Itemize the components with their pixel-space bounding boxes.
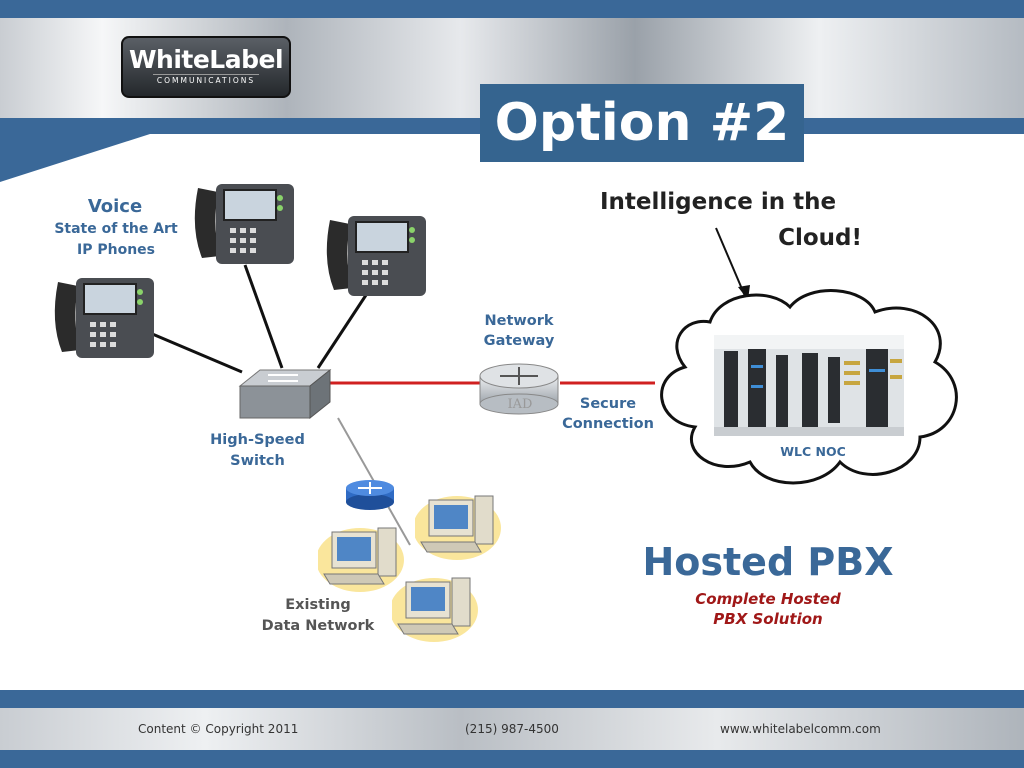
gateway-label-line-2: Gateway [483, 333, 555, 349]
phone-to-switch-line [149, 331, 243, 374]
footer-phone: (215) 987-4500 [465, 722, 559, 736]
voice-title: Voice [87, 196, 143, 217]
iad-gateway-icon [479, 363, 559, 415]
secure-connection-line-2: Connection [562, 416, 654, 432]
logo-tagline: COMMUNICATIONS [153, 74, 259, 86]
ip-phone-icon [54, 278, 154, 358]
switch-label-line-2: Switch [230, 453, 285, 469]
phone-to-switch-line [316, 291, 370, 369]
desktop-computer-icon [392, 577, 478, 642]
product-subtitle-line-1: Complete Hosted [695, 590, 841, 608]
cloud-caption-line-1: Intelligence in the [600, 189, 837, 215]
whitelabel-logo: WhiteLabel COMMUNICATIONS [121, 36, 291, 98]
ip-phone-icon [326, 216, 426, 296]
gateway-label-line-1: Network [484, 313, 554, 329]
iad-label: IAD [507, 397, 533, 412]
ip-phone-icon [194, 184, 294, 264]
noc-label: WLC NOC [780, 444, 846, 459]
data-network-label-line-2: Data Network [261, 618, 375, 634]
router-icon [346, 480, 394, 510]
phone-to-switch-line [243, 264, 284, 369]
product-title: Hosted PBX [642, 540, 894, 584]
cloud-caption-line-2: Cloud! [778, 225, 862, 251]
footer-top-bar [0, 690, 1024, 708]
data-network-label-line-1: Existing [285, 597, 351, 613]
secure-connection-line-1: Secure [579, 396, 637, 412]
footer-metal-band [0, 708, 1024, 750]
switch-label-line-1: High-Speed [210, 432, 305, 448]
voice-subtitle-line-2: IP Phones [77, 242, 155, 258]
voice-subtitle-line-1: State of the Art [54, 221, 178, 237]
product-subtitle-line-2: PBX Solution [713, 610, 823, 628]
switch-icon [238, 368, 332, 420]
footer-bottom-bar [0, 750, 1024, 768]
slide-title: Option #2 [480, 84, 804, 162]
desktop-computer-icon [318, 527, 404, 592]
footer-website[interactable]: www.whitelabelcomm.com [720, 722, 881, 736]
footer-copyright: Content © Copyright 2011 [138, 722, 299, 736]
server-room-image [714, 335, 904, 436]
caption-arrow [715, 227, 746, 297]
desktop-computer-icon [415, 495, 501, 560]
logo-wordmark: WhiteLabel [128, 45, 284, 74]
header-top-bar [0, 0, 1024, 18]
